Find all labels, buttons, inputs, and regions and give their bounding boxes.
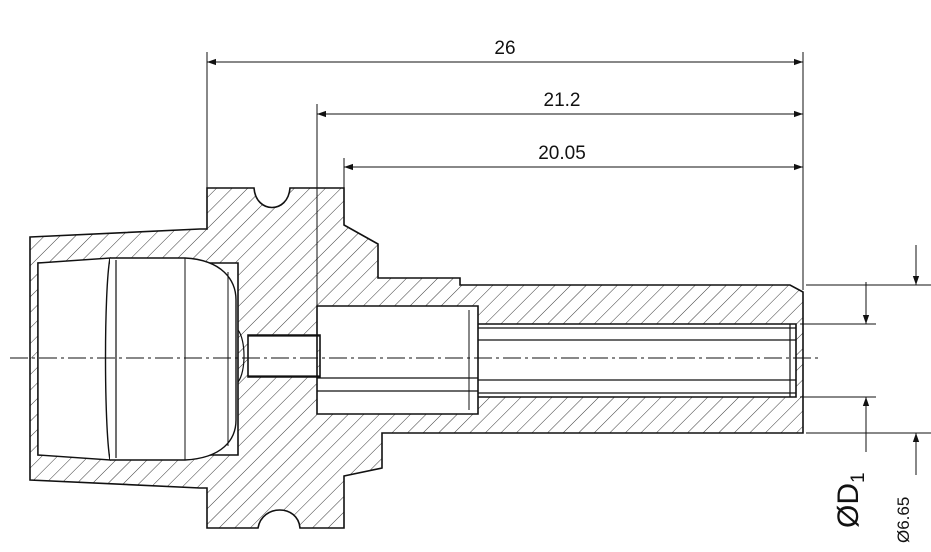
dimension-overall-length: 26 bbox=[207, 38, 803, 66]
dimension-label-d1: ØD1 bbox=[832, 472, 869, 528]
spline-lines bbox=[478, 324, 796, 397]
dimension-label-21-2: 21.2 bbox=[544, 90, 581, 111]
dimension-label-6-65: Ø6.65 bbox=[894, 497, 913, 543]
dimension-label-26: 26 bbox=[494, 38, 515, 59]
body-hatched-section bbox=[29, 187, 804, 529]
counterbore-profile bbox=[110, 257, 237, 461]
dimension-bore-depth: 21.2 bbox=[317, 90, 803, 118]
extension-lines bbox=[206, 52, 931, 434]
dimension-outer-diameter: Ø6.65 bbox=[894, 245, 920, 543]
dimension-inner-diameter: ØD1 bbox=[832, 282, 870, 528]
counterbore-outline bbox=[37, 257, 111, 461]
dimension-label-20-05: 20.05 bbox=[538, 143, 586, 164]
part-section bbox=[10, 187, 822, 529]
dimension-spline-length: 20.05 bbox=[344, 143, 803, 171]
